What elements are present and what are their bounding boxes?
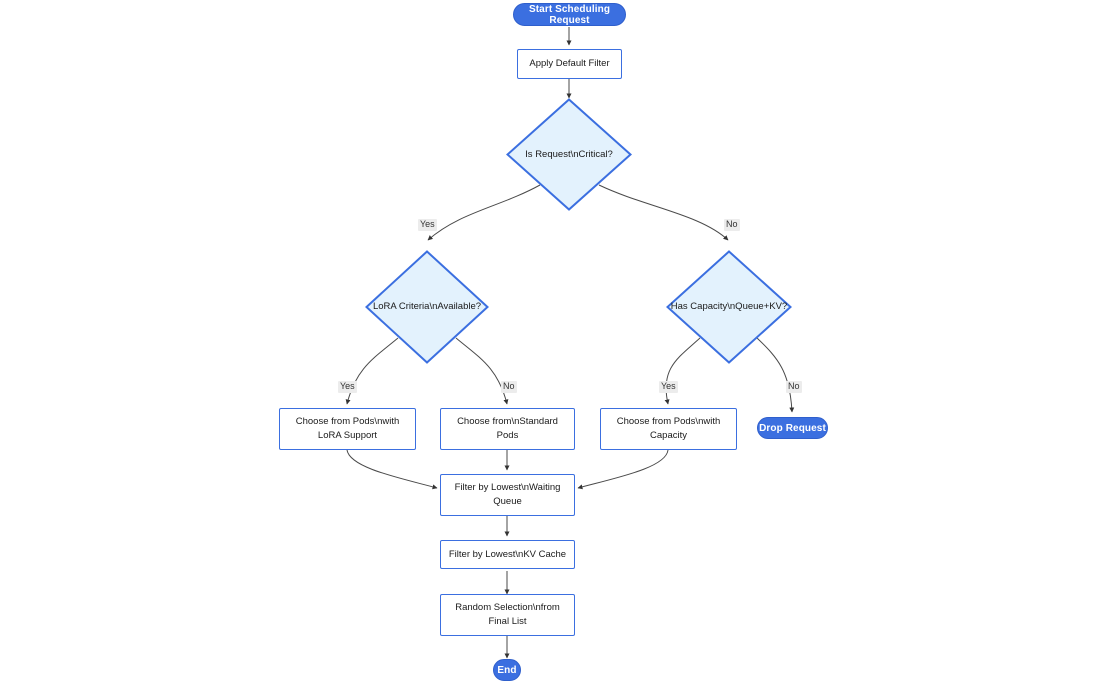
node-label-line1: Choose from Pods\nwith [616,416,721,428]
edge-critical-no-to-capacity [598,184,729,241]
edge-choose-capacity-to-waiting-queue [577,449,669,490]
node-label-line2: LoRA Support [317,430,378,441]
node-filter-waiting-queue[interactable]: Filter by Lowest\nWaiting Queue [440,474,575,516]
node-filter-kv-cache[interactable]: Filter by Lowest\nKV Cache [440,540,575,569]
diamond-shape [666,250,792,364]
node-label-line1: Filter by Lowest\nWaiting [454,482,561,494]
edge-label-critical-yes: Yes [418,219,437,231]
node-label-line2: Capacity [650,430,687,441]
node-label-line2: Queue [493,496,522,507]
node-apply-default-filter[interactable]: Apply Default Filter [517,49,622,79]
edge-lora-no-to-choose-standard [455,337,509,405]
node-has-capacity[interactable]: Has Capacity\nQueue+KV? [666,250,792,364]
node-label-line1: Choose from Pods\nwith [295,416,400,428]
edge-label-capacity-yes: Yes [659,381,678,393]
node-start[interactable]: Start Scheduling Request [513,3,626,26]
node-is-request-critical[interactable]: Is Request\nCritical? [506,98,632,211]
node-label-line2: Final List [488,616,527,627]
diamond-shape [365,250,489,364]
node-label-line2: Pods [496,430,519,441]
edge-label-critical-no: No [724,219,740,231]
diamond-shape [506,98,632,211]
node-end[interactable]: End [493,659,521,681]
edge-label-capacity-no: No [786,381,802,393]
node-random-selection[interactable]: Random Selection\nfrom Final List [440,594,575,636]
edge-choose-lora-to-waiting-queue [346,449,438,490]
edge-lora-yes-to-choose-lora [345,337,399,405]
node-choose-capacity-pods[interactable]: Choose from Pods\nwith Capacity [600,408,737,450]
node-label-line1: Choose from\nStandard [457,416,558,428]
node-drop-request[interactable]: Drop Request [757,417,828,439]
edge-capacity-yes-to-choose-capacity [664,337,701,405]
node-label-line1: Random Selection\nfrom [455,602,560,614]
edge-label-lora-no: No [501,381,517,393]
node-label-line1: Filter by Lowest\nKV Cache [448,548,567,560]
node-lora-criteria-available[interactable]: LoRA Criteria\nAvailable? [365,250,489,364]
edge-critical-yes-to-lora [427,184,541,241]
node-choose-lora-pods[interactable]: Choose from Pods\nwith LoRA Support [279,408,416,450]
node-choose-standard-pods[interactable]: Choose from\nStandard Pods [440,408,575,450]
edge-label-lora-yes: Yes [338,381,357,393]
edge-capacity-no-to-drop [756,337,795,413]
